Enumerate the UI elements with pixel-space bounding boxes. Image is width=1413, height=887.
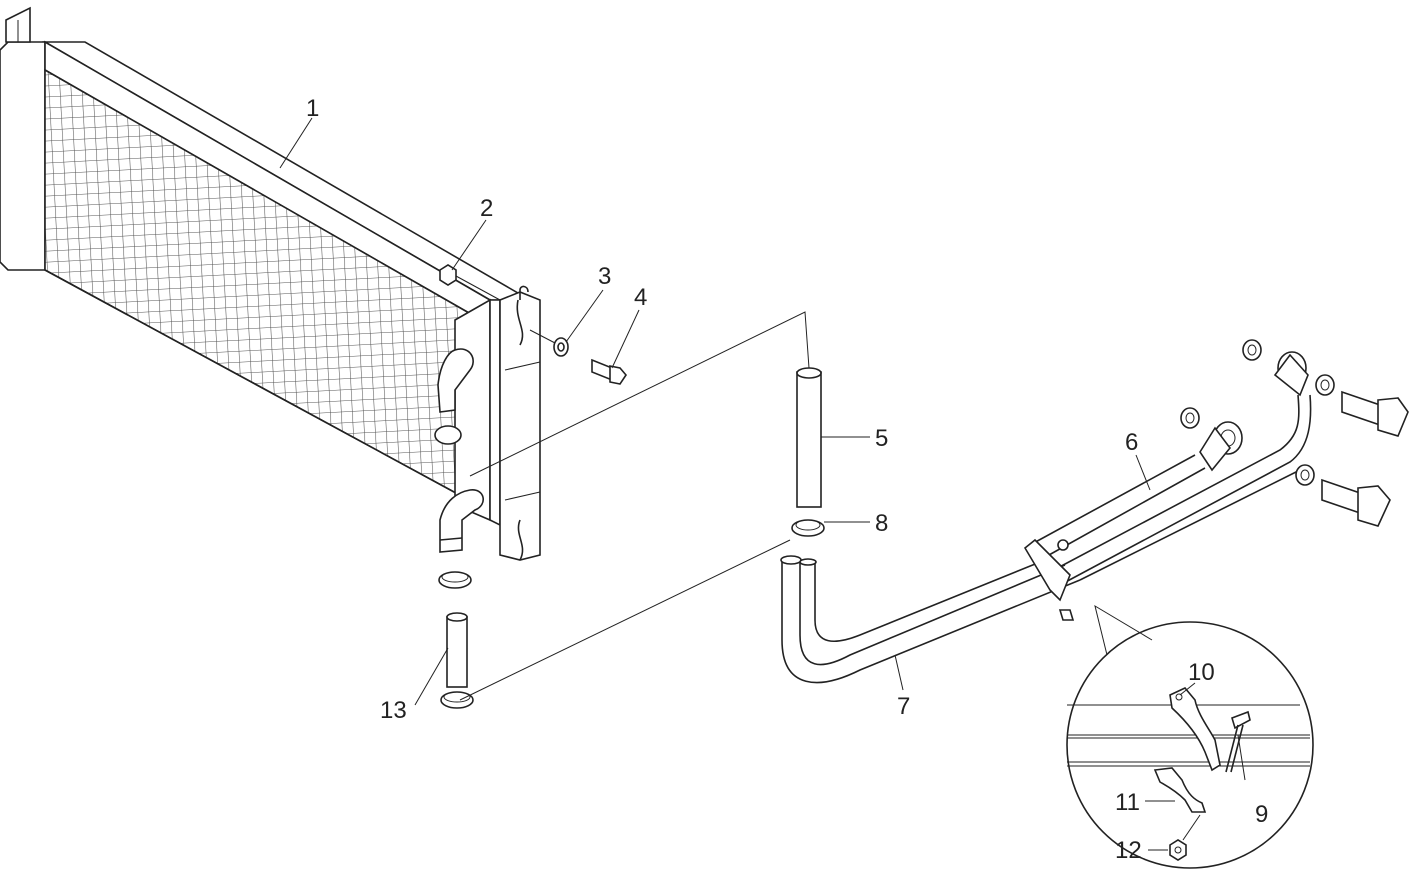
callout-13: 13 xyxy=(380,697,407,724)
clamp-part-8 xyxy=(791,519,825,537)
radiator-right-tank-front xyxy=(454,298,491,522)
hose-part-5 xyxy=(796,367,822,508)
screw-part-9 xyxy=(1231,710,1251,730)
callout-4: 4 xyxy=(634,284,647,311)
callout-2: 2 xyxy=(480,195,493,222)
bolt-part-4 xyxy=(591,358,628,385)
washer-part-3 xyxy=(529,329,569,357)
assembly-line-lower xyxy=(459,539,791,701)
callout-12: 12 xyxy=(1115,837,1142,864)
callout-9: 9 xyxy=(1255,801,1268,828)
radiator-core xyxy=(44,68,491,507)
tube-part-7 xyxy=(780,555,1081,684)
detail-circle xyxy=(1066,604,1314,869)
radiator-upper-outlet xyxy=(437,348,474,413)
callout-leaders xyxy=(279,117,1246,851)
radiator-lower-outlet xyxy=(439,489,484,553)
clamp-part-10 xyxy=(1169,687,1221,772)
callout-8: 8 xyxy=(875,510,888,537)
callout-5: 5 xyxy=(875,425,888,452)
callout-1: 1 xyxy=(306,95,319,122)
callout-3: 3 xyxy=(598,263,611,290)
upper-hose-clamp xyxy=(434,425,462,445)
hose-part-13 xyxy=(440,612,474,709)
radiator-left-tank xyxy=(0,41,46,271)
callout-10: 10 xyxy=(1188,659,1215,686)
callout-11: 11 xyxy=(1115,789,1140,816)
tube-part-6 xyxy=(1023,339,1409,621)
assembly-line-upper xyxy=(469,311,810,477)
nut-part-12 xyxy=(1169,839,1187,861)
callout-7: 7 xyxy=(897,693,910,720)
callout-6: 6 xyxy=(1125,429,1138,456)
radiator xyxy=(0,6,541,561)
clamp-part-11 xyxy=(1153,767,1207,813)
